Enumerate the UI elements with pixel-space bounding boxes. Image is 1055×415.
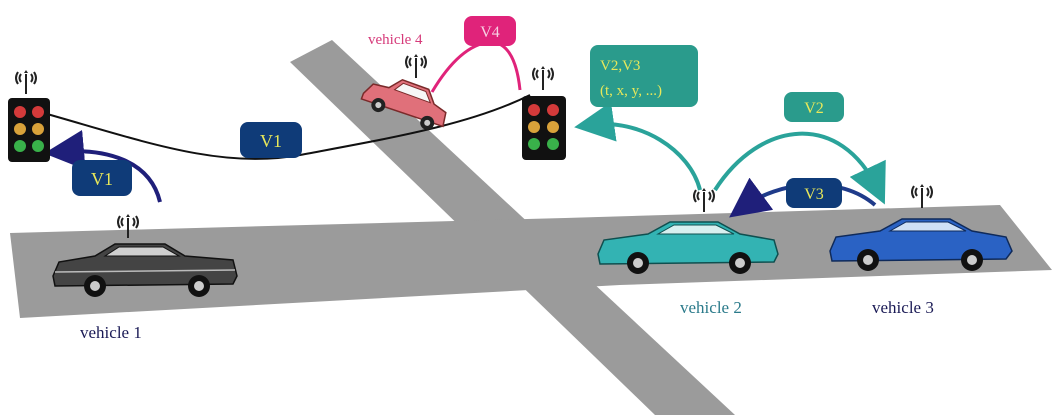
v2-text: V2 (804, 100, 824, 117)
v4-text: V4 (480, 24, 500, 41)
v2-to-light-arrow (574, 101, 702, 191)
car-icon (52, 243, 238, 297)
v2v3-line1: V2,V3 (600, 58, 640, 74)
v2v3-line2: (t, x, y, ...) (600, 83, 662, 99)
v1-relay-text: V1 (260, 131, 282, 151)
v1-relay-box: V1 (240, 122, 302, 158)
antenna-icon (532, 65, 554, 91)
v4-arc (430, 40, 522, 93)
traffic-light-icon (8, 98, 50, 162)
v2-arrow (713, 131, 886, 205)
horizontal-road (10, 205, 1052, 318)
v1-arrow (44, 129, 162, 203)
v1-box: V1 (72, 160, 132, 196)
antenna-icon (693, 187, 715, 213)
traffic-light-icon (522, 96, 566, 160)
vehicle-4-label: vehicle 4 (368, 32, 423, 48)
v2v3-box: V2,V3 (t, x, y, ...) (590, 45, 698, 107)
v4-box: V4 (464, 16, 516, 46)
roads (10, 40, 1052, 415)
antenna-icon (911, 183, 933, 209)
v2-box: V2 (784, 92, 844, 122)
vehicle-1-label: vehicle 1 (80, 323, 142, 342)
v1-text: V1 (91, 169, 113, 189)
car-icon (829, 218, 1013, 271)
car-icon (360, 78, 447, 130)
antenna-icon (405, 53, 427, 79)
v3-text: V3 (804, 186, 824, 203)
antenna-icon (15, 69, 37, 95)
v3-box: V3 (786, 178, 842, 208)
vehicle-2-label: vehicle 2 (680, 298, 742, 317)
vehicle-3-label: vehicle 3 (872, 298, 934, 317)
car-icon (597, 221, 779, 274)
